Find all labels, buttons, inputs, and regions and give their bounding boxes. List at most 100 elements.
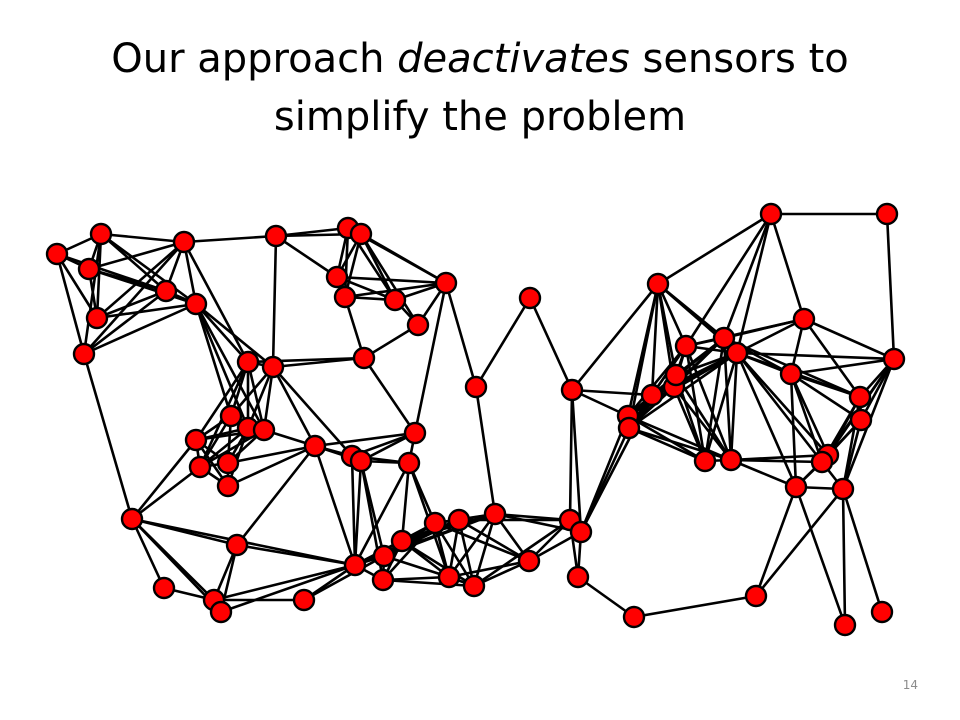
network-edge	[570, 388, 583, 534]
network-edge	[194, 302, 250, 364]
network-edge	[474, 385, 497, 516]
sensor-node	[560, 378, 584, 402]
network-edge	[656, 212, 773, 286]
sensor-node	[462, 574, 486, 598]
network-edge	[353, 461, 411, 567]
network-edge	[130, 438, 198, 521]
sensor-node	[89, 222, 113, 246]
network-edge	[626, 414, 733, 462]
sensor-node	[646, 272, 670, 296]
sensor-node	[403, 421, 427, 445]
network-edge	[99, 232, 186, 244]
network-edge	[735, 212, 773, 355]
network-edge	[576, 575, 636, 619]
sensor-node	[264, 224, 288, 248]
network-edge	[885, 212, 896, 361]
sensor-node	[569, 520, 593, 544]
network-edge	[335, 275, 448, 285]
network-edge	[472, 512, 497, 588]
sensor-node	[184, 292, 208, 316]
network-edge	[82, 302, 198, 356]
network-edge	[684, 212, 773, 348]
network-edge	[722, 336, 733, 462]
sensor-node	[216, 474, 240, 498]
sensor-node	[849, 408, 873, 432]
title-emphasis: deactivates	[397, 36, 630, 82]
network-edge	[235, 444, 317, 547]
network-edge	[194, 360, 250, 442]
network-edge	[95, 289, 168, 320]
network-edge	[729, 351, 739, 462]
network-edge	[568, 388, 574, 522]
sensor-node	[437, 565, 461, 589]
sensor-node	[292, 588, 316, 612]
network-edge	[382, 554, 451, 579]
network-edge	[194, 302, 275, 369]
network-edge	[684, 344, 707, 463]
network-edge	[703, 351, 739, 463]
network-edge	[182, 234, 278, 244]
network-edge	[95, 232, 103, 320]
slide-title: Our approach deactivates sensors to simp…	[40, 30, 920, 146]
network-edge	[650, 282, 660, 397]
network-edge	[656, 282, 688, 348]
network-edge	[729, 458, 798, 489]
network-edge	[735, 351, 896, 361]
network-edge	[447, 512, 497, 579]
network-edge	[754, 487, 845, 598]
sensor-node	[371, 568, 395, 592]
sensor-node	[372, 544, 396, 568]
network-edge	[627, 426, 707, 463]
sensor-node	[719, 448, 743, 472]
network-edge	[381, 578, 476, 588]
sensor-node	[434, 271, 458, 295]
network-edge	[350, 454, 357, 567]
network-edge	[194, 302, 266, 432]
sensor-node	[383, 288, 407, 312]
network-edges	[55, 212, 896, 627]
network-edge	[182, 240, 250, 364]
network-edge	[400, 461, 411, 543]
network-edge	[82, 289, 168, 356]
sensor-node	[216, 451, 240, 475]
sensor-node	[225, 533, 249, 557]
network-edge	[802, 317, 862, 399]
network-edge	[789, 357, 896, 376]
network-edge	[729, 458, 824, 464]
network-edge	[789, 372, 830, 457]
network-edge	[493, 512, 572, 522]
title-text-after: sensors to simplify the problem	[273, 36, 849, 140]
network-edge	[841, 418, 863, 491]
network-edge	[627, 426, 733, 462]
sensor-node	[184, 428, 208, 452]
network-edge	[722, 212, 773, 340]
sensor-node	[152, 576, 176, 600]
sensor-node	[352, 346, 376, 370]
sensor-node	[72, 342, 96, 366]
network-edge	[794, 485, 847, 627]
network-edge	[570, 282, 660, 392]
network-edge	[95, 302, 198, 320]
network-edge	[841, 487, 847, 627]
sensor-node	[882, 347, 906, 371]
sensor-node	[397, 451, 421, 475]
sensor-node	[517, 549, 541, 573]
network-edge	[413, 281, 448, 435]
network-edge	[802, 317, 896, 361]
sensor-node	[870, 600, 894, 624]
sensor-node	[664, 363, 688, 387]
sensor-node	[792, 307, 816, 331]
network-edge	[212, 563, 357, 602]
sensor-node	[172, 230, 196, 254]
network-edge	[246, 360, 266, 432]
network-edge	[271, 365, 354, 458]
network-edge	[271, 234, 278, 369]
sensor-node	[303, 434, 327, 458]
sensor-node	[640, 383, 664, 407]
sensor-node	[120, 507, 144, 531]
network-edge	[55, 252, 86, 356]
network-edge	[226, 444, 317, 488]
sensor-node	[85, 306, 109, 330]
sensor-node	[848, 385, 872, 409]
